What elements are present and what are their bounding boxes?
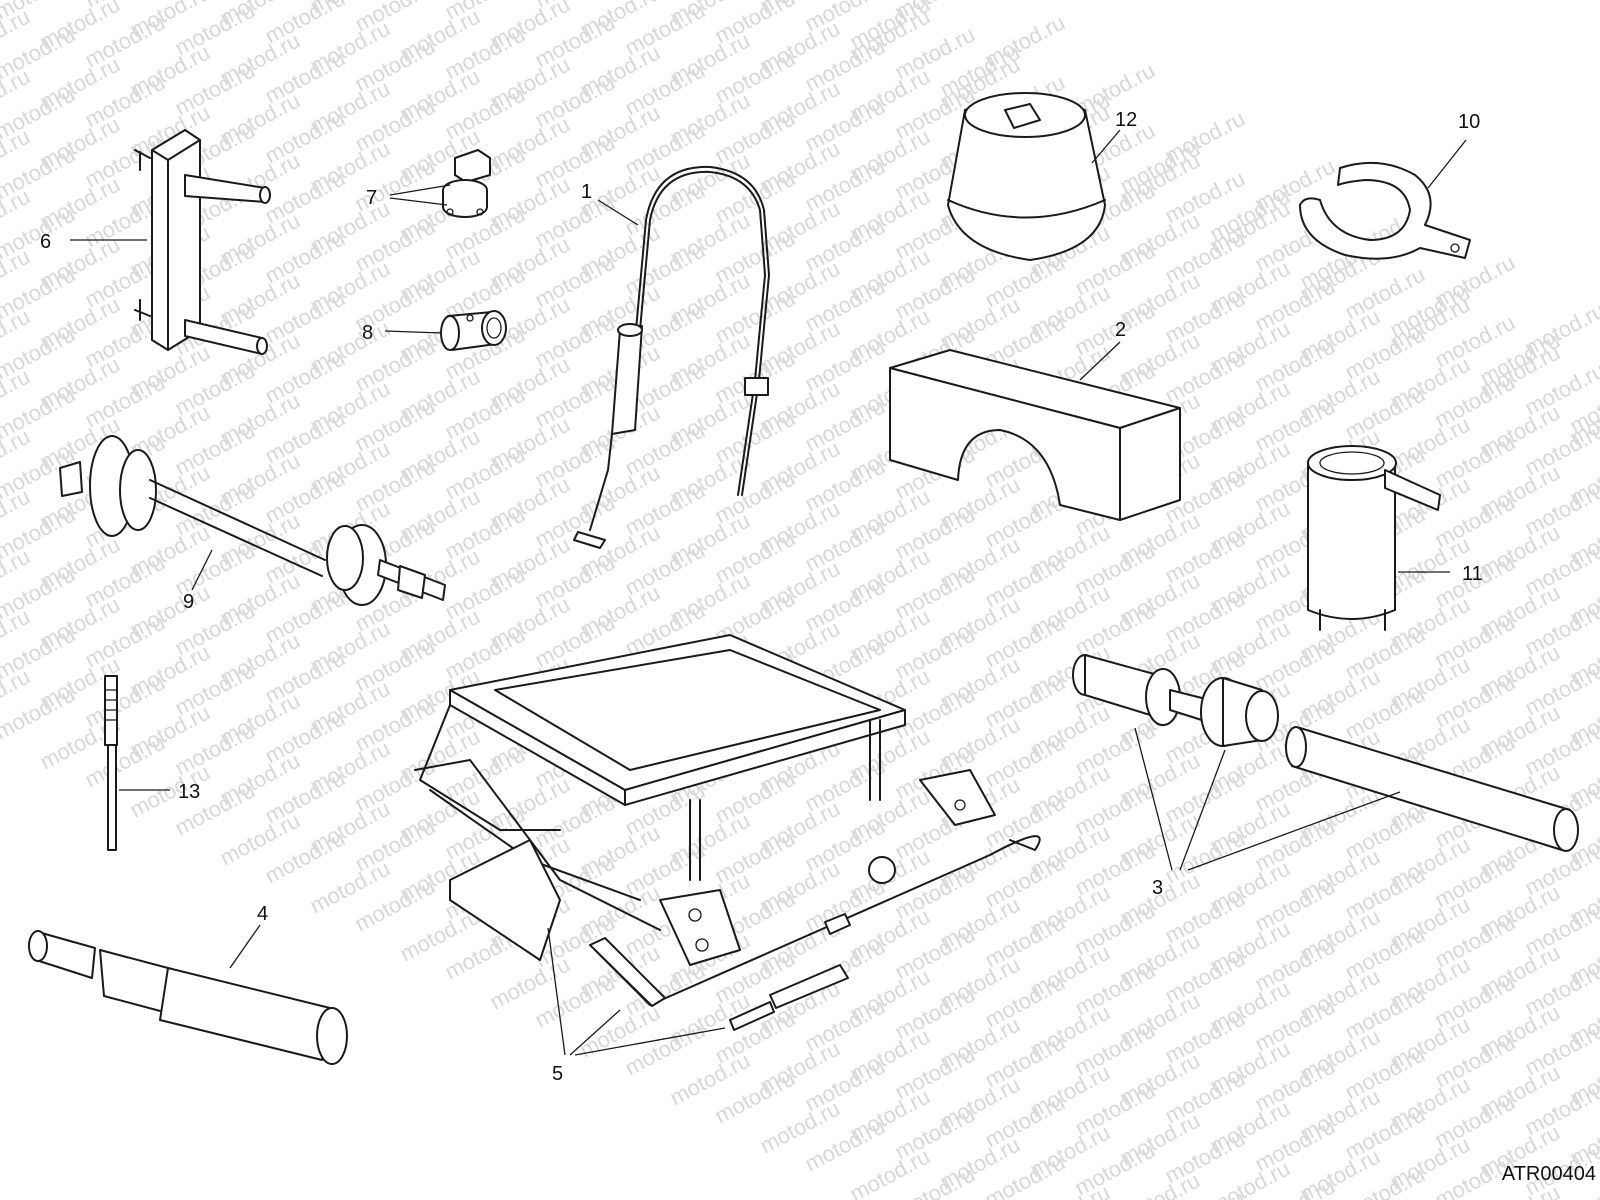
drawing-code: ATR00404 <box>1501 1163 1596 1185</box>
callout-9: 9 <box>183 591 194 613</box>
callout-5: 5 <box>552 1063 563 1085</box>
tool-9-puller <box>59 435 446 606</box>
tool-5-lift <box>414 634 1041 1031</box>
tool-6-bracket <box>134 129 271 355</box>
leader-lines <box>70 129 1467 1056</box>
tool-3-drifts <box>1072 654 1579 852</box>
callout-6: 6 <box>40 231 51 253</box>
callout-2: 2 <box>1115 319 1126 341</box>
tool-12-socket <box>947 92 1106 261</box>
callout-13: 13 <box>178 781 200 803</box>
tool-7-coupling <box>442 149 491 218</box>
callout-3: 3 <box>1152 877 1163 899</box>
callout-10: 10 <box>1458 111 1480 133</box>
tool-11-cylinder <box>1307 445 1441 631</box>
tool-4-drift <box>28 930 348 1065</box>
tool-13-stem <box>104 675 118 851</box>
callout-1: 1 <box>581 181 592 203</box>
callout-8: 8 <box>362 322 373 344</box>
tool-10-spanner <box>1299 161 1471 260</box>
tool-8-sleeve <box>440 310 507 351</box>
callout-labels: 1 2 3 4 5 6 7 8 9 10 11 12 13 <box>40 109 1483 1085</box>
callout-11: 11 <box>1462 563 1483 585</box>
callout-12: 12 <box>1115 109 1137 131</box>
callout-4: 4 <box>257 903 268 925</box>
tool-1-gauge <box>573 165 770 549</box>
callout-7: 7 <box>366 187 377 209</box>
tool-2-block <box>889 349 1181 521</box>
